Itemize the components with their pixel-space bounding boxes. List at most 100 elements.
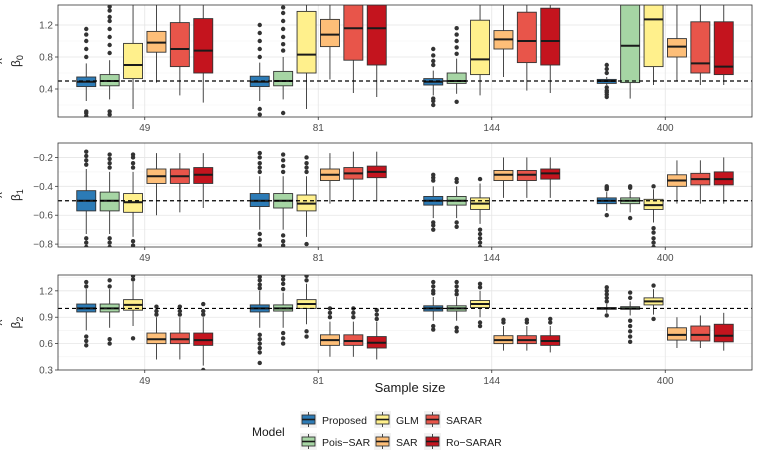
- outlier-point: [257, 285, 262, 291]
- outlier-point: [107, 152, 112, 157]
- y-axis-label-hat: ^: [0, 192, 9, 198]
- y-tick-label: 0.4: [39, 85, 53, 96]
- box-400-5: [713, 5, 734, 85]
- box-144-3: [493, 317, 514, 351]
- outlier-point: [477, 176, 483, 182]
- outlier-point: [84, 244, 89, 247]
- outlier-point: [454, 284, 459, 289]
- x-tick-label: 400: [657, 376, 674, 387]
- box-body: [690, 21, 711, 74]
- outlier-point: [280, 233, 286, 238]
- outlier-point: [107, 337, 112, 342]
- box-400-2: [643, 5, 664, 85]
- outlier-point: [304, 155, 309, 160]
- outlier-point: [627, 318, 633, 323]
- outlier-point: [280, 163, 286, 169]
- outlier-point: [454, 38, 459, 44]
- outlier-point: [257, 332, 262, 338]
- outlier-point: [257, 169, 262, 175]
- outlier-point: [431, 227, 436, 232]
- outlier-point: [130, 243, 136, 247]
- legend-item-5: Ro−SARAR: [424, 433, 502, 450]
- outlier-point: [280, 110, 286, 116]
- box-144-5: [540, 316, 561, 353]
- y-tick-label: −0.4: [33, 182, 53, 193]
- x-tick-label: 81: [313, 123, 325, 134]
- outlier-point: [431, 327, 436, 332]
- outlier-point: [280, 243, 286, 247]
- outlier-point: [454, 325, 459, 330]
- outlier-point: [477, 323, 483, 329]
- outlier-point: [257, 30, 262, 36]
- outlier-point: [431, 323, 436, 329]
- box-144-3: [493, 157, 514, 198]
- outlier-point: [257, 150, 262, 156]
- outlier-point: [107, 8, 112, 13]
- box-400-2: [643, 283, 664, 322]
- legend-item-3: SAR: [374, 433, 418, 450]
- box-49-2: [123, 5, 144, 109]
- box-81-4: [343, 151, 364, 201]
- box-144-2: [470, 281, 490, 329]
- outlier-point: [84, 240, 89, 245]
- box-81-0: [249, 275, 270, 366]
- outlier-point: [454, 32, 459, 37]
- y-tick-label: 0.9: [39, 313, 53, 324]
- outlier-point: [454, 329, 459, 334]
- panel-border: [57, 4, 753, 118]
- outlier-point: [201, 308, 206, 314]
- box-400-4: [690, 5, 711, 85]
- outlier-point: [651, 236, 656, 241]
- outlier-point: [257, 350, 262, 355]
- outlier-point: [84, 284, 89, 289]
- outlier-point: [107, 14, 112, 20]
- outlier-point: [304, 334, 309, 339]
- box-body: [690, 325, 711, 342]
- outlier-point: [107, 112, 112, 117]
- box-body: [446, 72, 467, 84]
- panel-border: [57, 142, 753, 248]
- panel-border: [57, 274, 753, 371]
- box-400-1: [620, 5, 641, 99]
- y-tick-label: −0.8: [33, 240, 53, 251]
- box-body: [713, 323, 734, 343]
- outlier-point: [84, 46, 89, 52]
- box-144-0: [423, 279, 444, 332]
- outlier-point: [477, 240, 483, 245]
- box-body: [667, 38, 687, 58]
- outlier-point: [107, 236, 112, 241]
- box-144-4: [516, 317, 537, 351]
- box-49-0: [76, 26, 97, 117]
- box-49-5: [193, 301, 214, 370]
- outlier-point: [257, 155, 262, 160]
- y-tick-label: 0.6: [39, 339, 53, 350]
- outlier-point: [431, 58, 436, 64]
- outlier-point: [130, 336, 136, 341]
- outlier-point: [107, 109, 112, 114]
- box-body: [296, 10, 317, 74]
- box-body: [343, 5, 364, 61]
- box-49-3: [146, 304, 167, 360]
- legend-item-2: GLM: [374, 411, 419, 428]
- box-400-2: [643, 184, 664, 247]
- legend-item-0: Proposed: [300, 411, 367, 428]
- outlier-point: [548, 316, 553, 322]
- box-49-4: [169, 304, 190, 360]
- outlier-point: [454, 51, 459, 56]
- outlier-point: [280, 239, 286, 244]
- outlier-point: [257, 112, 262, 117]
- y-axis-label-text: β2: [9, 317, 25, 329]
- x-tick-label: 49: [139, 376, 151, 387]
- outlier-point: [177, 312, 183, 317]
- box-144-4: [516, 157, 537, 198]
- outlier-point: [257, 237, 262, 242]
- outlier-point: [304, 241, 309, 247]
- outlier-point: [454, 99, 459, 105]
- box-49-4: [169, 153, 190, 213]
- outlier-point: [84, 334, 89, 339]
- outlier-point: [107, 165, 112, 170]
- y-axis-label-hat: ^: [0, 319, 9, 325]
- y-tick-label: −0.2: [33, 153, 53, 164]
